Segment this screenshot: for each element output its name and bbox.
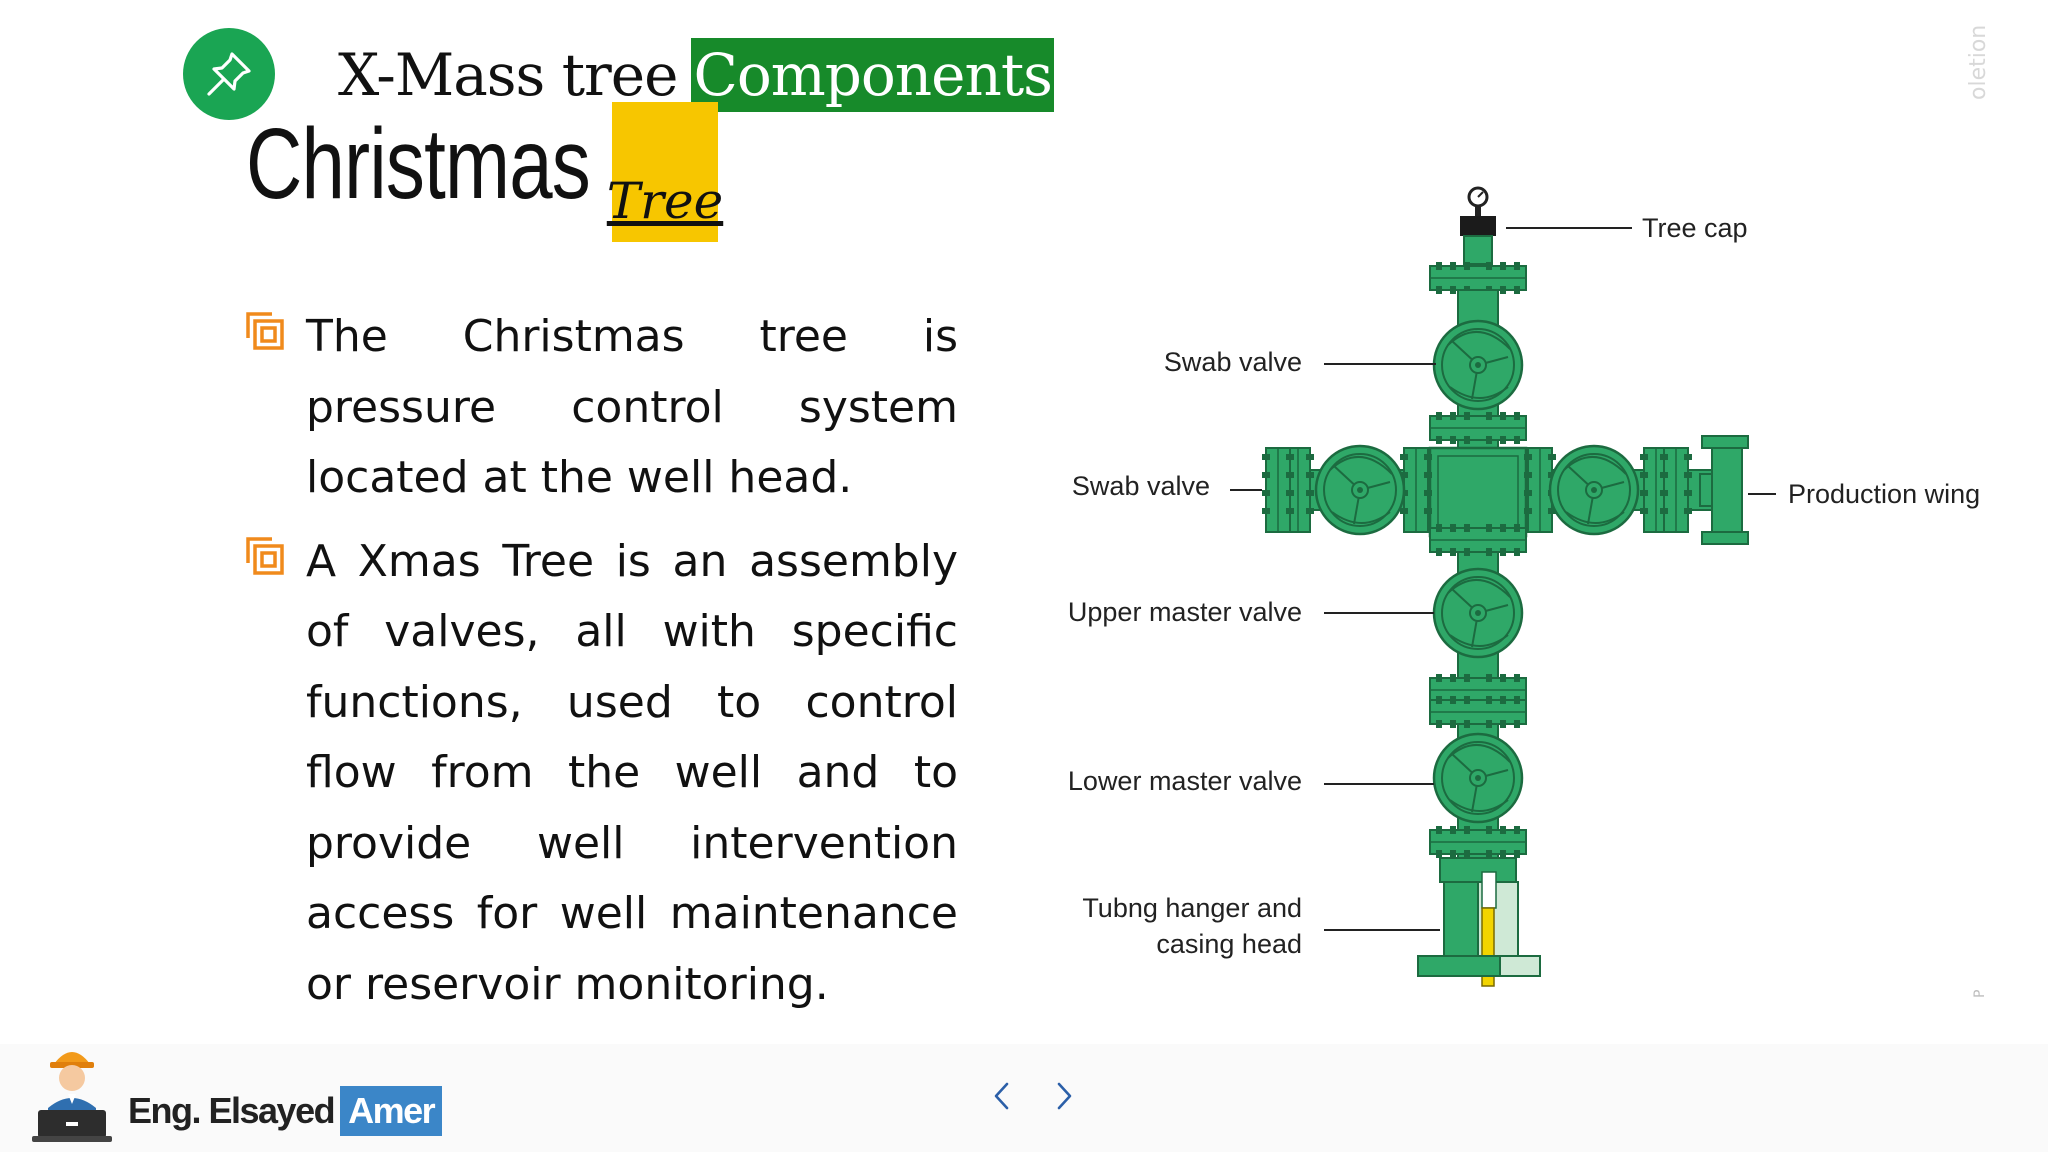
bullet-text: The Christmas tree is pressure control s…	[306, 311, 958, 503]
chevron-right-icon	[1057, 1082, 1072, 1110]
bullet-item: A Xmas Tree is an assembly of valves, al…	[244, 527, 958, 1021]
label-tubing-hanger-line1: Tubng hanger and	[1082, 893, 1302, 923]
brand-name: Eng. Elsayed	[128, 1090, 336, 1131]
bullet-item: The Christmas tree is pressure control s…	[244, 302, 958, 514]
label-swab-valve-side: Swab valve	[1072, 471, 1210, 501]
subtitle-highlight-text: Components	[691, 38, 1054, 112]
tree-cap	[1460, 186, 1496, 265]
nested-squares-icon	[246, 536, 284, 575]
label-upper-master-valve: Upper master valve	[1068, 597, 1302, 627]
brand-logo: Eng. Elsayed Amer	[128, 1084, 443, 1138]
label-tree-cap: Tree cap	[1642, 213, 1748, 243]
chevron-left-icon	[994, 1082, 1009, 1110]
next-slide-button[interactable]	[1040, 1072, 1088, 1120]
subtitle-plain-text: X-Mass tree	[338, 41, 678, 109]
bullet-list: The Christmas tree is pressure control s…	[244, 302, 958, 1033]
watermark-text-bottom: P	[1972, 989, 1988, 998]
watermark-text-top: oletion	[1966, 24, 1991, 100]
christmas-tree-diagram: Tree cap Swab valve Swab valve Productio…	[1068, 186, 1980, 987]
title-main-text: Christmas	[246, 108, 591, 220]
prev-slide-button[interactable]	[978, 1072, 1026, 1120]
label-production-wing: Production wing	[1788, 479, 1980, 509]
title-highlight-text: Tree	[607, 102, 723, 242]
bullet-text: A Xmas Tree is an assembly of valves, al…	[306, 535, 958, 1010]
brand-highlight: Amer	[340, 1086, 443, 1136]
label-swab-valve-top: Swab valve	[1164, 347, 1302, 377]
casing-head	[1417, 857, 1541, 987]
nested-squares-icon	[246, 312, 284, 350]
engineer-avatar-icon	[32, 1052, 112, 1142]
label-lower-master-valve: Lower master valve	[1068, 766, 1302, 796]
pushpin-icon[interactable]	[183, 28, 275, 120]
slide-title: Christmas Tree	[246, 102, 723, 242]
slide-subtitle: X-Mass tree Components	[338, 38, 1054, 112]
label-tubing-hanger-line2: casing head	[1156, 929, 1302, 959]
